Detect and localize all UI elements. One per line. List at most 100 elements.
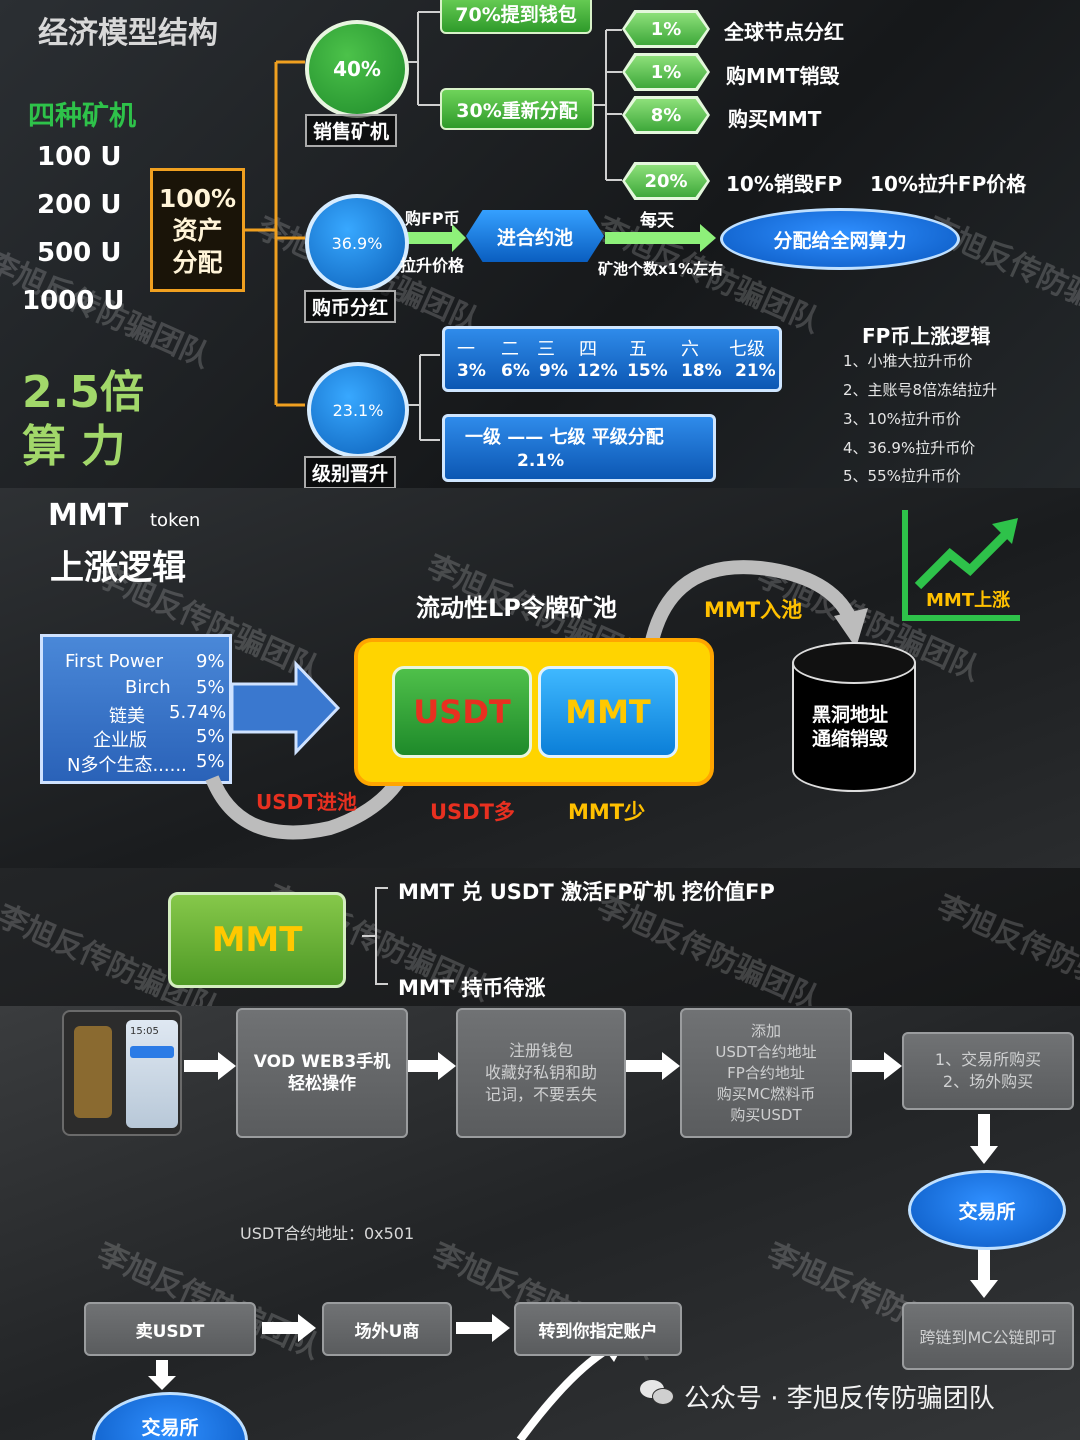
source-name: Birch	[125, 677, 171, 698]
split-pct: 20%	[625, 165, 707, 197]
level-value: 6%	[501, 361, 530, 381]
power-line2: 算 力	[22, 421, 126, 472]
level-table: 一 二 三 四 五 六 七级 3% 6% 9% 12% 15% 18% 21%	[442, 326, 782, 392]
flat-distribution-box: 一级 —— 七级 平级分配 2.1%	[442, 414, 716, 482]
sell-usdt-box: 卖USDT	[84, 1302, 256, 1356]
fp-logic-item: 5、55%拉升币价	[843, 467, 961, 485]
fp-logic-item: 4、36.9%拉升币价	[843, 439, 976, 457]
level-name: 七级	[729, 339, 765, 360]
economic-model-panel: 李旭反传防骗团队 李旭反传防骗团队 李旭反传防骗团队 李旭反传防骗团队 经济模型…	[0, 0, 1080, 488]
otc-merchant-box: 场外U商	[322, 1302, 452, 1356]
distribute-ellipse: 分配给全网算力	[720, 208, 960, 270]
arrow-icon	[148, 1360, 176, 1390]
usdt-in-label: USDT进池	[256, 790, 357, 814]
fp-logic-title: FP币上涨逻辑	[862, 324, 991, 348]
arrow-icon	[970, 1114, 998, 1164]
power-line1: 2.5倍	[22, 367, 144, 418]
transfer-account-box: 转到你指定账户	[514, 1302, 682, 1356]
sales-label: 销售矿机	[305, 114, 398, 147]
mmt-usage-line2: MMT 持币待涨	[398, 976, 546, 1000]
redistribute-box: 30%重新分配	[440, 88, 594, 130]
source-pct: 5%	[196, 726, 225, 747]
fp-logic-item: 2、主账号8倍冻结拉升	[843, 381, 998, 399]
arrow-icon	[184, 1052, 236, 1080]
source-pct: 5%	[196, 677, 225, 698]
split-label: 10%销毁FP 10%拉升FP价格	[726, 172, 1027, 196]
mmt-usage-line1: MMT 兑 USDT 激活FP矿机 挖价值FP	[398, 880, 775, 904]
level-value: 12%	[577, 361, 618, 381]
split-pct: 8%	[625, 99, 707, 131]
step-line: 记词，不要丢失	[484, 1085, 597, 1104]
arrow-icon	[970, 1248, 998, 1298]
source-name: 企业版	[93, 730, 147, 751]
flat-line1: 一级 —— 七级 平级分配	[465, 427, 664, 448]
source-pct: 5%	[196, 751, 225, 772]
trend-up-icon	[992, 518, 1018, 544]
flat-line2: 2.1%	[517, 451, 565, 471]
exchange-ellipse: 交易所	[908, 1170, 1066, 1250]
buyback-percent-circle: 36.9%	[305, 194, 409, 292]
mmt-block: MMT	[168, 892, 346, 988]
step-line: 1、交易所购买	[934, 1050, 1042, 1069]
machine-item: 200 U	[37, 190, 122, 220]
source-name: 链美	[109, 706, 145, 727]
step-phone: VOD WEB3手机轻松操作	[236, 1008, 408, 1138]
level-name: 三	[537, 339, 555, 360]
step-line: 收藏好私钥和助	[484, 1063, 597, 1082]
step-line: 轻松操作	[288, 1074, 356, 1094]
phone-time: 15:05	[130, 1026, 159, 1037]
mmt-title: MMT	[48, 498, 129, 533]
pool-title: 流动性LP令牌矿池	[416, 594, 617, 622]
mmt-in-label: MMT入池	[704, 598, 803, 622]
brace-connector	[362, 887, 388, 985]
arrow-icon	[262, 1314, 316, 1342]
arrow-icon	[605, 224, 716, 252]
step-line: VOD WEB3手机	[253, 1052, 391, 1072]
phone-back	[74, 1026, 112, 1118]
phone-screen: 15:05	[126, 1020, 178, 1128]
arrow-top-label: 购FP币	[405, 209, 460, 228]
source-pct: 9%	[196, 651, 225, 672]
split-pct: 1%	[625, 13, 707, 45]
machines-title: 四种矿机	[28, 101, 136, 132]
machine-item: 1000 U	[22, 286, 125, 316]
level-value: 18%	[681, 361, 722, 381]
page-title: 经济模型结构	[38, 16, 218, 51]
mmt-less-label: MMT少	[568, 800, 646, 824]
machine-item: 100 U	[37, 142, 122, 172]
wallet-box: 70%提到钱包	[440, 0, 592, 34]
contract-pool-box: 进合约池	[466, 210, 604, 262]
arrow-icon	[624, 1052, 680, 1080]
level-value: 3%	[457, 361, 486, 381]
mmt-usage-panel: 李旭反传防骗团队 李旭反传防骗团队 李旭反传防骗团队 李旭反传防骗团队 MMT …	[0, 868, 1080, 1006]
usdt-token-box: USDT	[392, 666, 532, 758]
source-pct: 5.74%	[169, 702, 227, 723]
fp-logic-item: 3、10%拉升币价	[843, 410, 961, 428]
level-value: 9%	[539, 361, 568, 381]
mmt-subtitle: 上涨逻辑	[50, 548, 186, 588]
arrow-icon	[405, 224, 466, 252]
level-label: 级别晋升	[304, 456, 397, 488]
blackhole-cylinder-top	[792, 642, 916, 684]
level-name: 二	[501, 339, 519, 360]
right-arrow-icon	[230, 660, 341, 756]
split-label: 购买MMT	[728, 107, 822, 131]
buyback-label: 购币分红	[304, 290, 397, 323]
level-percent-circle: 23.1%	[307, 362, 409, 458]
tree-connectors	[245, 11, 716, 441]
level-name: 一	[457, 339, 475, 360]
mmt-logic-panel: 李旭反传防骗团队 李旭反传防骗团队 李旭反传防骗团队 MMT token 上涨逻…	[0, 488, 1080, 868]
blackhole-line: 黑洞地址	[812, 704, 889, 726]
fp-logic-item: 1、小推大拉升币价	[843, 352, 973, 370]
usdt-more-label: USDT多	[430, 800, 515, 824]
onboarding-flow-panel: 李旭反传防骗团队 李旭反传防骗团队 李旭反传防骗团队 15:05 VOD WEB…	[0, 1006, 1080, 1440]
level-value: 21%	[735, 361, 776, 381]
source-list-box: First Power 9% Birch 5% 链美 5.74% 企业版 5% …	[40, 634, 232, 784]
arrow-icon	[850, 1052, 902, 1080]
source-name: First Power	[65, 651, 164, 672]
step-line: 注册钱包	[508, 1041, 573, 1060]
cross-chain-box: 跨链到MC公链即可	[902, 1302, 1074, 1370]
mmt-up-label: MMT上涨	[926, 590, 1011, 611]
level-name: 五	[629, 339, 647, 360]
